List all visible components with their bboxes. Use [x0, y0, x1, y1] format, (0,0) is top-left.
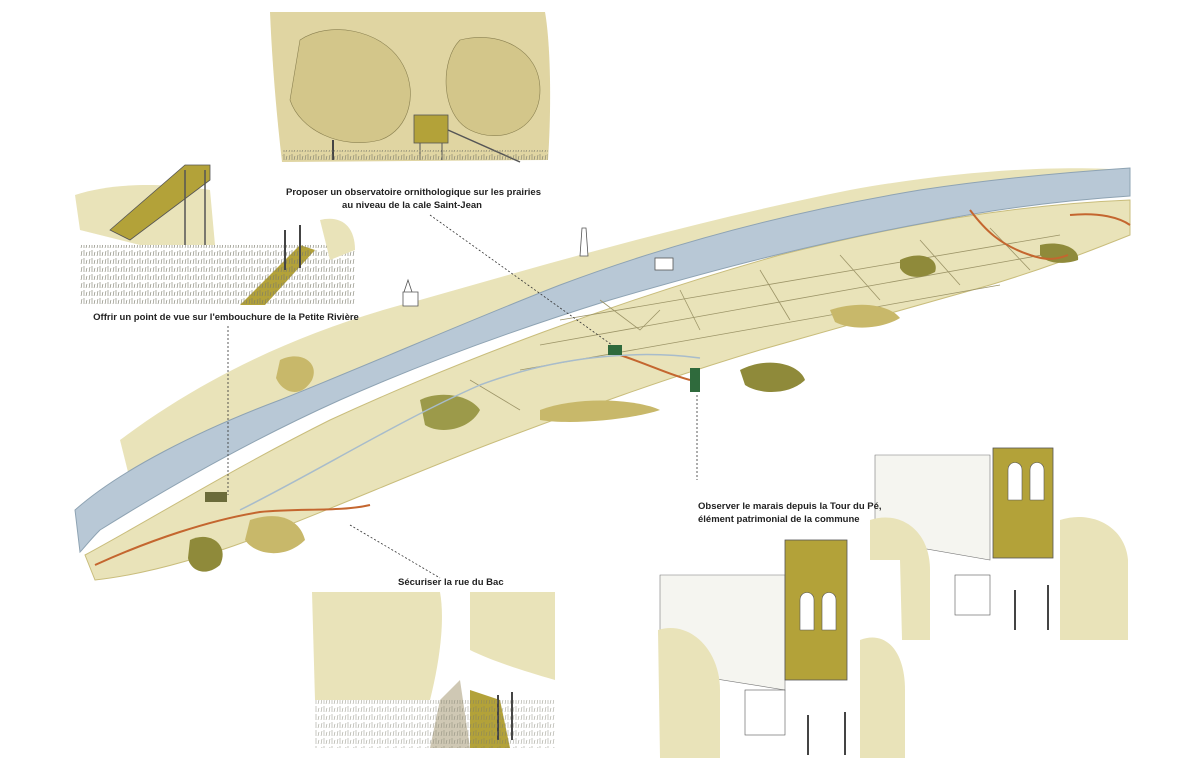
river	[74, 167, 1131, 554]
main-map	[74, 167, 1131, 581]
caption-tour-du-pe-line1: Observer le marais depuis la Tour du Pé,	[698, 501, 882, 512]
marsh-land	[84, 199, 1131, 581]
caption-observatoire-line1: Proposer un observatoire ornithologique …	[286, 187, 541, 198]
caption-rue-du-bac-line1: Sécuriser la rue du Bac	[398, 577, 504, 588]
paths	[94, 209, 1131, 566]
caption-point-de-vue: Offrir un point de vue sur l'embouchure …	[84, 311, 368, 324]
vignette-tour-du-pe-back	[870, 447, 1130, 640]
landmarks	[205, 227, 700, 502]
tour-du-pe-marker	[690, 368, 700, 392]
caption-observatoire: Proposer un observatoire ornithologique …	[286, 186, 541, 212]
vignette-tour-du-pe-front	[655, 539, 905, 758]
vignette-observatory	[270, 12, 551, 163]
caption-tour-du-pe-line2: élément patrimonial de la commune	[698, 514, 860, 525]
caption-tour-du-pe: Observer le marais depuis la Tour du Pé,…	[698, 500, 882, 526]
caption-point-de-vue-line1: Offrir un point de vue sur l'embouchure …	[93, 312, 359, 323]
church	[402, 278, 419, 307]
vignette-viewpoint	[75, 164, 355, 305]
observatory-marker	[608, 345, 622, 355]
leader-rue-du-bac	[349, 524, 441, 579]
caption-observatoire-line2: au niveau de la cale Saint-Jean	[342, 200, 482, 211]
leader-lines	[227, 214, 698, 579]
viewpoint-marker	[205, 492, 227, 502]
house	[654, 257, 674, 271]
lighthouse	[579, 227, 589, 257]
vegetation-patches	[188, 243, 1079, 572]
vignette-rue-du-bac	[310, 592, 557, 750]
leader-observatoire	[429, 214, 613, 346]
caption-rue-du-bac: Sécuriser la rue du Bac	[398, 576, 528, 589]
